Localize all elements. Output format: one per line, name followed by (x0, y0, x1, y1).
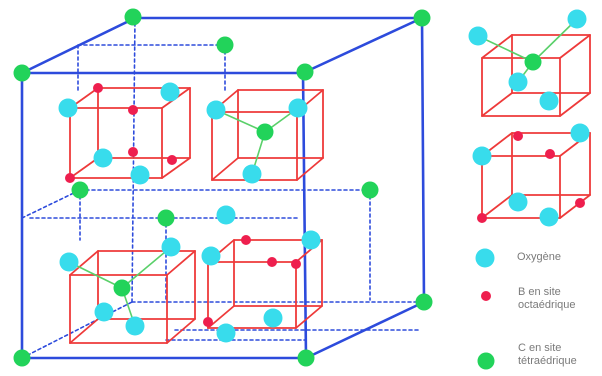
legend-cube-tetra-edge (481, 92, 513, 117)
b-site-atom (513, 131, 523, 141)
oxygen-atom (201, 246, 221, 266)
atoms (13, 8, 590, 370)
b-site-atom (267, 257, 277, 267)
legend-b-site-line1: B en site (518, 286, 561, 298)
b-site-atom (93, 83, 103, 93)
oxygen-atom (216, 323, 236, 343)
tetra-bond-2 (121, 246, 172, 289)
c-site-atom (13, 64, 31, 82)
c-site-atom (477, 352, 495, 370)
b-site-atom (575, 198, 585, 208)
b-site-atom (203, 317, 213, 327)
oxygen-atom (216, 205, 236, 225)
oxygen-atom (508, 72, 528, 92)
oxygen-atom (206, 100, 226, 120)
subcube-tetra-2-edge (69, 318, 99, 344)
legend-cube-tetra-edge (559, 34, 591, 59)
legend-oxygen-label: Oxygène (517, 251, 562, 263)
b-site-atom (481, 291, 491, 301)
subcube-tetra-1-edge (211, 157, 239, 181)
c-site-atom (296, 63, 314, 81)
oxygen-atom (93, 148, 113, 168)
subcube-tetra-2-edge (166, 250, 196, 276)
legend-cube-tetra-edge (481, 34, 513, 59)
oxygen-atom (301, 230, 321, 250)
oxygen-atom (263, 308, 283, 328)
cell-front-edge (301, 71, 308, 360)
subcube-tetra-2-edge (69, 250, 99, 276)
legend-b-site-line2: octaédrique (518, 299, 576, 311)
b-site-atom (241, 235, 251, 245)
c-site-atom (124, 8, 142, 26)
hidden-edges (21, 17, 425, 359)
b-site-atom (65, 173, 75, 183)
legend-cube-tetra-edge (559, 92, 591, 117)
subcube-octa-1-edge (69, 157, 99, 179)
c-site-atom (13, 349, 31, 367)
oxygen-atom (539, 91, 559, 111)
b-site-atom (128, 105, 138, 115)
legend-cube-octa-edge (481, 194, 513, 219)
oxygen-atom (475, 248, 495, 268)
oxygen-atom (288, 98, 308, 118)
oxygen-atom (468, 26, 488, 46)
oxygen-atom (539, 207, 559, 227)
oxygen-atom (58, 98, 78, 118)
c-site-atom (297, 349, 315, 367)
c-site-atom (113, 279, 131, 297)
oxygen-atom (130, 165, 150, 185)
oxygen-atom (570, 123, 590, 143)
tetra-bond-2 (68, 261, 123, 289)
c-site-atom (157, 209, 175, 227)
legend-c-site-line2: tétraédrique (518, 355, 577, 367)
c-site-atom (71, 181, 89, 199)
legend-c-site-line1: C en site (518, 342, 562, 354)
lattice-hidden-edge (21, 189, 81, 219)
cell-depth-edge (304, 300, 426, 360)
subcube-octa-1-edge (161, 157, 191, 179)
oxygen-atom (125, 316, 145, 336)
subcube-octa-2-edge (295, 305, 323, 329)
b-site-atom (291, 259, 301, 269)
cell-hidden-edge (21, 301, 133, 359)
tetra-bond-3 (532, 18, 578, 63)
oxygen-atom (567, 9, 587, 29)
cell-depth-edge (301, 16, 424, 75)
c-site-atom (361, 181, 379, 199)
b-site-atom (128, 147, 138, 157)
cell-depth-edge (20, 16, 137, 75)
oxygen-atom (160, 82, 180, 102)
c-site-atom (413, 9, 431, 27)
cell-back-edge (420, 16, 426, 304)
b-site-atom (167, 155, 177, 165)
legend-b-site-label: B en site octaédrique (518, 286, 576, 312)
subcube-tetra-1-edge (296, 157, 324, 181)
b-site-atom (477, 213, 487, 223)
b-site-atom (545, 149, 555, 159)
oxygen-atom (161, 237, 181, 257)
c-site-atom (216, 36, 234, 54)
legend-cube-octa-edge (559, 194, 591, 219)
c-site-atom (524, 53, 542, 71)
oxygen-atom (94, 302, 114, 322)
c-site-atom (256, 123, 274, 141)
c-site-atom (415, 293, 433, 311)
unit-cell-edges (20, 16, 426, 360)
tetra-bond-3 (477, 35, 534, 63)
oxygen-atom (508, 192, 528, 212)
oxygen-atom (472, 146, 492, 166)
subcube-tetra-2-edge (166, 318, 196, 344)
oxygen-atom (242, 164, 262, 184)
legend-c-site-label: C en site tétraédrique (518, 342, 577, 368)
oxygen-atom (59, 252, 79, 272)
cell-hidden-edge (131, 17, 136, 303)
